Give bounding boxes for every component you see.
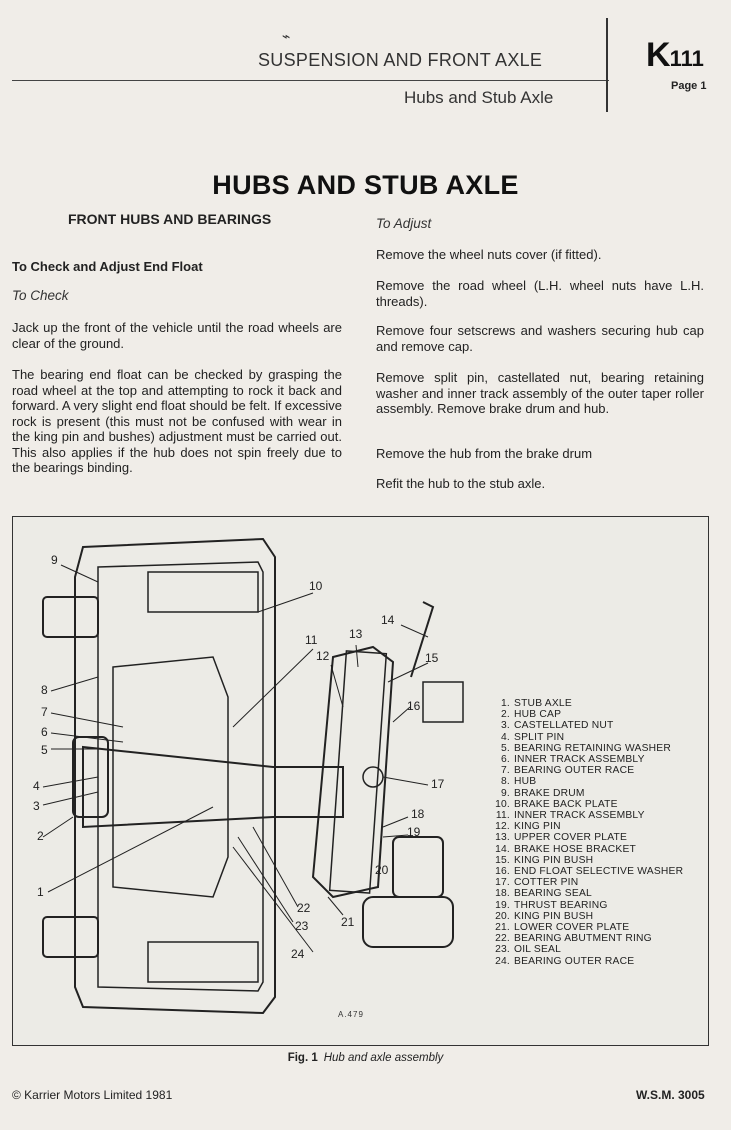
legend-item: 12.KING PIN xyxy=(495,821,561,833)
manufacturer-logo-icon: ⌁ xyxy=(282,28,291,44)
callout-label: 16 xyxy=(407,699,421,713)
adjust-step: Remove four setscrews and washers securi… xyxy=(376,323,704,354)
legend-item: 13.UPPER COVER PLATE xyxy=(495,832,628,844)
header-divider xyxy=(606,18,608,112)
left-paragraph: The bearing end float can be checked by … xyxy=(12,367,342,475)
callout-label: 12 xyxy=(316,649,330,663)
adjust-step: Refit the hub to the stub axle. xyxy=(376,476,546,491)
legend-item: 8.HUB xyxy=(501,776,537,788)
legend-item: 9.BRAKE DRUM xyxy=(501,787,585,799)
legend-item: 18.BEARING SEAL xyxy=(495,888,592,900)
legend-item: 7.BEARING OUTER RACE xyxy=(501,765,635,777)
legend-item: 6.INNER TRACK ASSEMBLY xyxy=(501,754,645,766)
document-code: W.S.M. 3005 xyxy=(636,1088,705,1102)
legend-item: 19.THRUST BEARING xyxy=(495,899,608,911)
figure-ref-code: A.479 xyxy=(338,1010,364,1019)
callout-label: 3 xyxy=(33,799,40,813)
adjust-step: Remove the road wheel (L.H. wheel nuts h… xyxy=(376,278,704,309)
callout-label: 17 xyxy=(431,777,445,791)
legend-item: 10.BRAKE BACK PLATE xyxy=(495,798,618,810)
check-heading: To Check xyxy=(12,288,69,303)
callout-label: 9 xyxy=(51,553,58,567)
legend-item: 22.BEARING ABUTMENT RING xyxy=(495,933,652,945)
callout-label: 13 xyxy=(349,627,363,641)
callout-label: 20 xyxy=(375,863,389,877)
figure-caption-label: Fig. 1 xyxy=(287,1052,318,1064)
left-paragraph: Jack up the front of the vehicle until t… xyxy=(12,320,342,351)
figure-caption: Fig. 1 Hub and axle assembly xyxy=(0,1052,731,1064)
callout-label: 11 xyxy=(305,633,318,647)
copyright: © Karrier Motors Limited 1981 xyxy=(12,1088,173,1102)
page-title: HUBS AND STUB AXLE xyxy=(212,170,519,200)
legend-item: 11.INNER TRACK ASSEMBLY xyxy=(495,810,645,822)
callout-label: 2 xyxy=(37,829,44,843)
adjust-step: Remove split pin, castellated nut, beari… xyxy=(376,370,704,416)
callout-label: 4 xyxy=(33,779,40,793)
callout-label: 24 xyxy=(291,947,305,961)
callout-label: 18 xyxy=(411,807,425,821)
legend-item: 21.LOWER COVER PLATE xyxy=(495,922,630,934)
section-code-letter: K xyxy=(646,36,671,74)
callout-label: 6 xyxy=(41,725,48,739)
callout-label: 19 xyxy=(407,825,421,839)
figure-legend: 1.STUB AXLE 2.HUB CAP 3.CASTELLATED NUT … xyxy=(484,698,683,967)
hub-assembly-diagram xyxy=(42,537,464,1015)
legend-item: 4.SPLIT PIN xyxy=(501,731,565,743)
callout-label: 15 xyxy=(425,651,439,665)
page-number: Page 1 xyxy=(671,80,707,92)
callout-label: 5 xyxy=(41,743,48,757)
section-title: FRONT HUBS AND BEARINGS xyxy=(68,211,272,227)
legend-item: 5.BEARING RETAINING WASHER xyxy=(501,742,671,754)
legend-item: 1.STUB AXLE xyxy=(501,698,572,709)
header-section-title: SUSPENSION AND FRONT AXLE xyxy=(258,50,543,70)
adjust-step: Remove the wheel nuts cover (if fitted). xyxy=(376,247,602,262)
hub-assembly-figure: 9 10 14 11 13 12 15 16 8 7 6 5 17 4 3 18… xyxy=(12,516,709,1046)
header-rule xyxy=(12,80,609,81)
section-code: K111 xyxy=(646,36,704,75)
legend-item: 15.KING PIN BUSH xyxy=(495,854,594,866)
callout-label: 23 xyxy=(295,919,309,933)
legend-item: 14.BRAKE HOSE BRACKET xyxy=(495,843,637,855)
figure-caption-text: Hub and axle assembly xyxy=(323,1052,444,1064)
legend-item: 17.COTTER PIN xyxy=(495,877,579,889)
legend-item: 3.CASTELLATED NUT xyxy=(501,720,614,732)
callout-label: 8 xyxy=(41,683,48,697)
callout-label: 1 xyxy=(37,885,44,899)
legend-item: 24.BEARING OUTER RACE xyxy=(495,955,635,967)
callout-label: 22 xyxy=(297,901,311,915)
section-code-number: 111 xyxy=(669,46,704,71)
subsection-title: To Check and Adjust End Float xyxy=(12,259,203,274)
header-subsection-title: Hubs and Stub Axle xyxy=(404,88,554,107)
legend-item: 20.KING PIN BUSH xyxy=(495,910,594,922)
adjust-heading: To Adjust xyxy=(376,216,432,231)
legend-item: 23.OIL SEAL xyxy=(495,944,562,956)
callout-label: 7 xyxy=(41,705,48,719)
legend-item: 16.END FLOAT SELECTIVE WASHER xyxy=(495,866,684,878)
callout-label: 21 xyxy=(341,915,355,929)
callout-label: 10 xyxy=(309,579,323,593)
legend-item: 2.HUB CAP xyxy=(501,709,562,721)
adjust-step: Remove the hub from the brake drum xyxy=(376,446,593,461)
callout-label: 14 xyxy=(381,613,395,627)
